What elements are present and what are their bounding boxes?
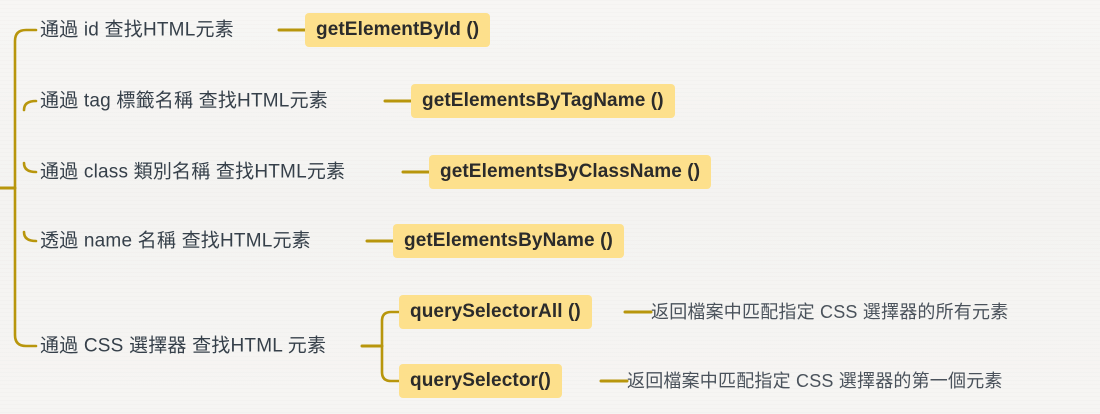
method-chip-getElementById[interactable]: getElementById (): [305, 13, 491, 47]
method-chip-querySelector[interactable]: querySelector(): [399, 364, 562, 398]
method-chip-getElementsByTagName[interactable]: getElementsByTagName (): [411, 84, 675, 118]
node-label-by-id: 通過 id 查找HTML元素: [40, 19, 234, 41]
node-label-by-class: 通過 class 類別名稱 查找HTML元素: [40, 161, 346, 183]
node-label-by-css-selector: 通過 CSS 選擇器 查找HTML 元素: [40, 335, 327, 357]
node-label-by-name: 透過 name 名稱 查找HTML元素: [40, 230, 311, 252]
node-label-by-tag: 通過 tag 標籤名稱 查找HTML元素: [40, 90, 328, 112]
bracket-tick-row3: [22, 161, 38, 174]
css-sub-bracket: [380, 310, 401, 383]
description-querySelectorAll: 返回檔案中匹配指定 CSS 選擇器的所有元素: [651, 302, 1009, 322]
main-bracket: [13, 28, 38, 348]
method-chip-getElementsByName[interactable]: getElementsByName (): [393, 224, 624, 258]
method-chip-querySelectorAll[interactable]: querySelectorAll (): [399, 295, 592, 329]
description-querySelector: 返回檔案中匹配指定 CSS 選擇器的第一個元素: [627, 371, 1003, 391]
method-chip-getElementsByClassName[interactable]: getElementsByClassName (): [429, 155, 712, 189]
bracket-tick-row4: [22, 230, 38, 243]
bracket-tick-row2: [22, 99, 38, 112]
